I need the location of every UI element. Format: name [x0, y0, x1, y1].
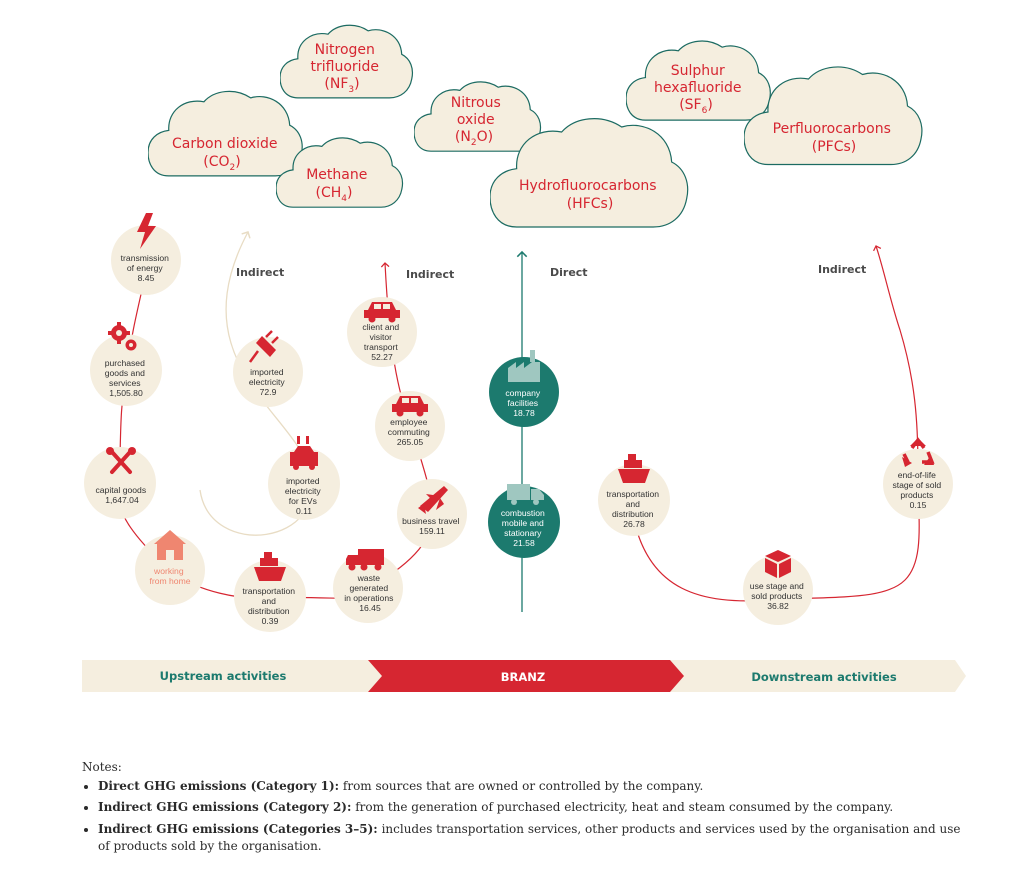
note-item: Indirect GHG emissions (Category 2): fro…	[98, 799, 962, 816]
house-icon	[154, 530, 186, 560]
svg-text:business travel 159.11: business travel 159.11	[402, 516, 462, 536]
upstream-label: Upstream activities	[160, 669, 287, 683]
activity-band: Upstream activities BRANZ Downstream act…	[82, 660, 966, 692]
node-end-of-life: end-of-life stage of sold products 0.15	[883, 437, 953, 519]
plane-icon	[418, 486, 448, 514]
gas-label-n2o: Nitrous oxide (N2O)	[451, 95, 506, 148]
node-transport-down: transportation and distribution 26.78	[598, 454, 670, 536]
plug-icon	[248, 330, 279, 363]
direct-label: Direct	[550, 266, 588, 279]
note-item: Direct GHG emissions (Category 1): from …	[98, 778, 962, 795]
notes-title: Notes:	[82, 760, 122, 774]
node-commuting: employee commuting 265.05	[375, 391, 445, 461]
car-icon	[392, 396, 428, 417]
recycle-arrows-icon	[902, 438, 934, 467]
svg-text:purchased goods and: purchased goods and services 1,505.80	[105, 358, 148, 398]
node-imported-ev: imported electricity for EVs 0.11	[268, 436, 340, 520]
node-purchased: purchased goods and services 1,505.80	[90, 322, 162, 406]
svg-text:client and visitor: client and visitor transport 52.27	[362, 322, 401, 362]
gas-labels: Nitrogen trifluoride (NF3) Carbon dioxid…	[172, 42, 896, 212]
node-imported-elec: imported electricity 72.9	[233, 330, 303, 407]
svg-text:imported electricity: imported electricity 72.9	[249, 367, 287, 397]
svg-text:employee commuting: employee commuting 265.05	[388, 417, 432, 447]
branz-band	[368, 660, 684, 692]
gas-label-hfcs: Hydrofluorocarbons (HFCs)	[519, 178, 661, 212]
note-text: includes transportation services, other …	[98, 821, 961, 854]
svg-text:end-of-life stage of s: end-of-life stage of sold products 0.15	[892, 470, 943, 510]
indirect-label-left: Indirect	[236, 266, 284, 279]
ship-icon	[618, 454, 650, 483]
node-transmission: transmission of energy 8.45	[111, 213, 181, 295]
truck-icon	[346, 549, 384, 571]
node-combustion: combustion mobile and stationary 21.58	[488, 484, 560, 558]
gas-label-nf3: Nitrogen trifluoride (NF3)	[311, 42, 384, 95]
downstream-label: Downstream activities	[751, 670, 897, 684]
svg-text:capital goods 1,647.04: capital goods 1,647.04	[95, 485, 148, 505]
note-bold: Direct GHG emissions (Category 1):	[98, 779, 340, 793]
upstream-left-flow-line	[117, 271, 171, 573]
gas-label-co2: Carbon dioxide (CO2)	[172, 136, 282, 173]
indirect-label-mid: Indirect	[406, 268, 454, 281]
lightning-icon	[137, 213, 156, 249]
svg-text:use stage and sold pro: use stage and sold products 36.82	[750, 581, 806, 611]
note-text: from the generation of purchased electri…	[351, 800, 894, 815]
svg-text:transportation and: transportation and distribution 26.78	[607, 489, 662, 529]
activity-nodes: transmission of energy 8.45 purchased go…	[84, 213, 953, 632]
svg-text:transmission of energy: transmission of energy 8.45	[121, 253, 172, 283]
gears-icon	[108, 322, 137, 351]
node-capital: capital goods 1,647.04	[84, 447, 156, 519]
van-icon	[507, 484, 544, 505]
factory-icon	[508, 350, 540, 382]
gas-label-ch4: Methane (CH4)	[306, 167, 372, 204]
ev-icon	[290, 436, 318, 470]
tools-icon	[110, 450, 132, 474]
box-icon	[765, 550, 791, 578]
node-home: working from home	[135, 530, 205, 605]
note-text: from sources that are owned or controlle…	[339, 779, 704, 793]
note-item: Indirect GHG emissions (Categories 3–5):…	[98, 821, 962, 856]
gas-label-sf6: Sulphur hexafluoride (SF6)	[654, 63, 746, 116]
node-facilities: company facilities 18.78	[489, 350, 559, 427]
car-icon	[364, 302, 400, 323]
notes-list: Direct GHG emissions (Category 1): from …	[82, 778, 962, 856]
note-bold: Indirect GHG emissions (Category 2):	[98, 800, 352, 815]
indirect-label-right: Indirect	[818, 263, 866, 276]
gas-label-pfcs: Perfluorocarbons (PFCs)	[773, 121, 896, 155]
note-bold: Indirect GHG emissions (Categories 3–5):	[98, 821, 378, 836]
node-transport-up: transportation and distribution 0.39	[234, 552, 306, 632]
svg-text:waste generated: waste generated in operations 16.45	[344, 573, 396, 613]
node-use-stage: use stage and sold products 36.82	[743, 550, 813, 625]
node-client: client and visitor transport 52.27	[347, 297, 417, 367]
notes-section: Notes: Direct GHG emissions (Category 1)…	[82, 760, 962, 860]
ghg-emissions-diagram: Nitrogen trifluoride (NF3) Carbon dioxid…	[82, 24, 966, 692]
direction-labels: Indirect Indirect Direct Indirect	[236, 263, 866, 281]
branz-label: BRANZ	[501, 670, 545, 684]
svg-text:working from home: working from home	[149, 566, 190, 586]
downstream-flow-line	[633, 245, 920, 602]
svg-text:company facilities: company facilities 18.78	[505, 388, 542, 418]
svg-text:transportation and: transportation and distribution 0.39	[243, 586, 298, 626]
svg-text:imported electricity: imported electricity for EVs 0.11	[285, 476, 323, 516]
svg-text:combustion mobile and: combustion mobile and stationary 21.58	[501, 508, 547, 548]
node-travel: business travel 159.11	[397, 479, 467, 549]
node-waste: waste generated in operations 16.45	[333, 549, 403, 623]
ship-icon	[254, 552, 286, 581]
